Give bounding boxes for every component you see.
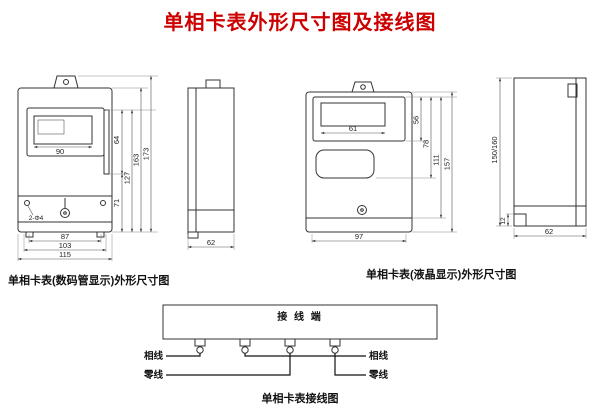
meter-front-view-lcd: 61 [305,81,413,233]
dim-mount-span: 103 [59,241,72,250]
screw-right [100,200,106,206]
wires [166,353,366,376]
foot-right [96,231,105,238]
meter-led-dimensions: 90 64 71 127 163 173 87 1 [17,75,158,261]
wiring-diagram: 接 线 端 [143,304,438,381]
phase-right-label: 相线 [369,350,389,362]
terminal-2 [239,338,251,354]
lcd-window [320,102,386,127]
caption-led-meter: 单相卡表(数码管显示)外形尺寸图 [8,275,170,287]
mounting-ear [53,75,79,89]
screw-left [24,200,30,206]
dim-body-width: 115 [59,250,71,259]
meter-body [17,87,113,233]
meter-body [305,91,413,233]
dim-display-height: 64 [112,136,121,144]
side-body [513,77,587,227]
dim-depth-led: 62 [207,238,215,247]
dim-lower-height: 111 [432,154,441,165]
side-hook-detail [567,83,578,98]
meter-side-view-lcd: 150/160 12 62 [490,77,587,239]
hanging-hole [63,79,69,85]
meter-front-view-led: 2-Φ4 [17,75,113,238]
side-foot [513,213,527,227]
dim-depth-lcd: 62 [545,227,553,236]
side-foot [187,231,199,239]
neutral-left-label: 零线 [143,369,164,381]
dim-display-height: 56 [412,116,421,124]
dim-body-height: 163 [132,154,141,167]
dim-body-width: 97 [355,232,363,241]
terminal-4 [329,338,341,354]
caption-wiring-diagram: 单相卡表接线图 [261,393,339,405]
digit-area [37,119,65,135]
terminal-block-label: 接 线 端 [277,310,323,323]
terminal-1 [194,338,206,354]
mounting-ear [351,81,375,93]
meter-side-view-led: 62 [187,79,235,250]
dim-total-height: 173 [142,148,151,161]
neutral-right-label: 零线 [368,369,389,381]
phase-left-label: 相线 [144,350,164,362]
dim-side-height: 150/160 [490,136,499,163]
card-slot [103,109,110,175]
seal-screw [357,205,367,215]
dim-foot: 12 [500,217,507,225]
card-slot [315,149,375,179]
dim-hole-span: 87 [61,232,69,241]
dim-mid-height: 127 [123,172,132,185]
dim-body-height: 157 [443,158,452,171]
page-title: 单相卡表外形尺寸图及接线图 [163,12,437,34]
terminal-block-box [162,304,438,340]
foot-left [25,231,34,238]
dim-lcd-width: 61 [349,124,357,133]
display-bezel [312,96,406,142]
dim-slot-height: 78 [422,140,431,148]
dim-display-width: 90 [56,147,64,156]
seal-screw [60,208,70,218]
terminal-3 [284,338,296,354]
caption-lcd-meter: 单相卡表(液晶显示)外形尺寸图 [366,269,517,281]
side-top-tab [205,79,221,89]
meter-lcd-dimensions: 56 78 111 157 97 [311,91,457,243]
dim-lower-height: 71 [112,199,121,207]
display-window [33,115,93,145]
dim-hole-note: 2-Φ4 [29,215,44,222]
hanging-hole [360,84,366,90]
